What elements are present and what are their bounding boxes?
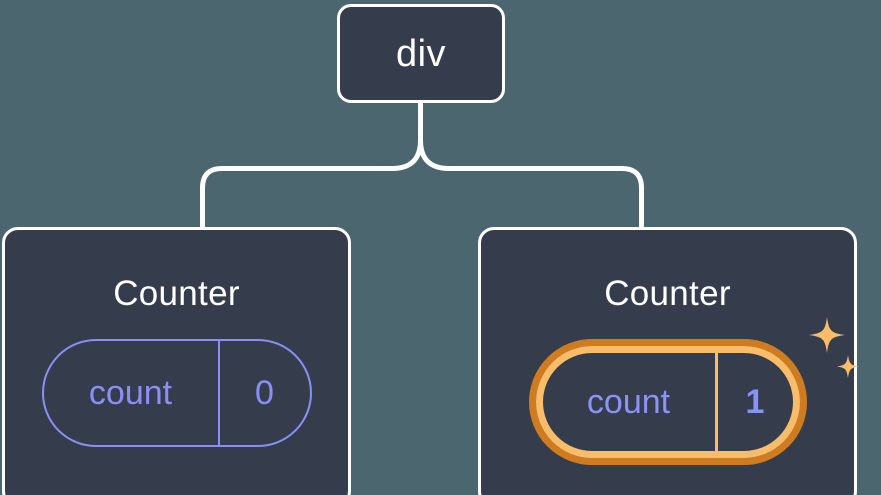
node-counter-right-title: Counter bbox=[604, 274, 731, 313]
state-pill-count-left[interactable]: count 0 bbox=[41, 339, 312, 447]
state-pill-divider-right bbox=[714, 353, 718, 451]
state-pill-count-right[interactable]: count 1 bbox=[528, 339, 807, 465]
state-pill-wrap-left: count 0 bbox=[41, 339, 312, 447]
state-pill-value-left: 0 bbox=[255, 374, 274, 412]
node-counter-left[interactable]: Counter count 0 bbox=[2, 227, 351, 495]
state-pill-key-left: count bbox=[88, 374, 173, 412]
state-pill-wrap-right: count 1 bbox=[528, 317, 859, 465]
node-div[interactable]: div bbox=[337, 4, 505, 103]
sparkles-icon bbox=[808, 317, 859, 378]
node-counter-left-title: Counter bbox=[113, 274, 240, 313]
node-div-label: div bbox=[395, 32, 447, 75]
state-pill-key-right: count bbox=[586, 383, 671, 421]
state-pill-inner-ring-right: count 1 bbox=[535, 346, 800, 458]
state-pill-divider-left bbox=[217, 341, 220, 445]
state-pill-value-right: 1 bbox=[745, 383, 765, 421]
node-counter-right[interactable]: Counter count 1 bbox=[478, 227, 859, 495]
